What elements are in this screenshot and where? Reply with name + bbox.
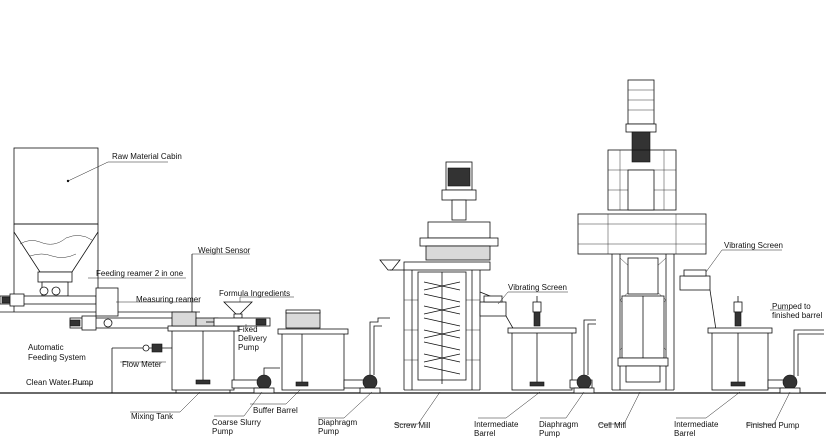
label-diaphragm-pump-a-2: Pump <box>318 427 339 436</box>
label-vibrating-screen-1: Vibrating Screen <box>508 283 567 292</box>
label-formula-ingredients: Formula Ingredients <box>219 289 290 298</box>
label-automatic-feeding-2: Feeding System <box>28 353 86 362</box>
label-intermediate-barrel-b-2: Barrel <box>674 429 696 438</box>
raw-material-cabin <box>13 147 99 312</box>
label-screw-mill: Screw Mill <box>394 421 431 430</box>
screw-mill <box>379 161 501 391</box>
label-feeding-reamer: Feeding reamer 2 in one <box>96 269 184 278</box>
label-automatic-feeding-1: Automatic <box>28 343 64 352</box>
vibrating-screen-2 <box>679 269 717 331</box>
label-fixed-delivery-pump-3: Pump <box>238 343 259 352</box>
mixing-tank <box>167 311 239 393</box>
label-pumped-to-2: finished barrel <box>772 311 822 320</box>
coarse-slurry-pump <box>231 367 280 394</box>
label-diaphragm-pump-b-2: Pump <box>539 429 560 438</box>
diaphragm-pump-b <box>569 319 596 394</box>
measuring-reamer <box>69 287 181 331</box>
label-weight-sensor: Weight Sensor <box>198 246 251 255</box>
label-vibrating-screen-2: Vibrating Screen <box>724 241 783 250</box>
label-raw-material-cabin: Raw Material Cabin <box>112 152 182 161</box>
label-pumped-to-1: Pumped to <box>772 302 811 311</box>
label-finished-pump: Finished Pump <box>746 421 800 430</box>
flow-meter <box>111 343 172 393</box>
label-flow-meter: Flow Meter <box>122 360 162 369</box>
label-mixing-tank: Mixing Tank <box>131 412 174 421</box>
intermediate-barrel-b <box>707 296 773 391</box>
label-coarse-slurry-2: Pump <box>212 427 233 436</box>
diaphragm-pump-a <box>343 317 390 394</box>
label-intermediate-barrel-a-2: Barrel <box>474 429 496 438</box>
label-fixed-delivery-pump-2: Delivery <box>238 334 267 343</box>
label-intermediate-barrel-a-1: Intermediate <box>474 420 519 429</box>
label-diaphragm-pump-b-1: Diaphragm <box>539 420 578 429</box>
formula-ingredients-hopper <box>206 301 271 327</box>
label-cell-mill: Cell Mill <box>598 421 626 430</box>
label-intermediate-barrel-b-1: Intermediate <box>674 420 719 429</box>
intermediate-barrel-a <box>507 296 577 391</box>
label-clean-water-pump: Clean Water Pump <box>26 378 94 387</box>
label-buffer-barrel: Buffer Barrel <box>253 406 298 415</box>
label-coarse-slurry-1: Coarse Slurry <box>212 418 261 427</box>
leader-lines <box>67 161 791 425</box>
vibrating-screen-1 <box>479 295 515 331</box>
label-measuring-reamer: Measuring reamer <box>136 295 201 304</box>
label-fixed-delivery-pump-1: Fixed <box>238 325 258 334</box>
buffer-barrel <box>277 309 349 391</box>
label-diaphragm-pump-a-1: Diaphragm <box>318 418 357 427</box>
finished-pump <box>767 329 824 394</box>
cell-mill <box>577 79 707 391</box>
